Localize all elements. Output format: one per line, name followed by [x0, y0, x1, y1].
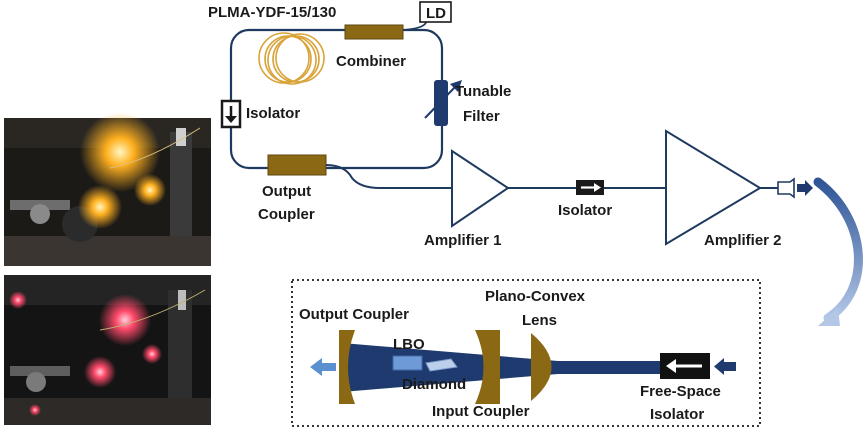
photo-red-emission: [4, 275, 211, 425]
shg-cavity-box: [291, 279, 761, 427]
mid-isolator-label: Isolator: [558, 202, 612, 219]
plano-convex-lens: [531, 333, 552, 401]
ring-isolator-label: Isolator: [246, 105, 300, 122]
output-fiber: [325, 164, 452, 189]
input-beam: [558, 361, 660, 374]
lens-label-2: Lens: [522, 312, 557, 329]
mid-isolator-icon: [576, 180, 604, 195]
fiber-label: PLMA-YDF-15/130: [208, 4, 336, 21]
input-coupler-label: Input Coupler: [432, 403, 530, 420]
tunable-filter-label-1: Tunable: [455, 83, 511, 100]
ring-isolator-icon: [220, 99, 242, 129]
fiber-ring-cavity: [229, 28, 444, 170]
amplifier-1-label: Amplifier 1: [424, 232, 502, 249]
fiber-collimator-icon: [777, 177, 795, 199]
free-space-isolator-icon: [660, 353, 710, 379]
shg-output-coupler-mirror: [339, 330, 355, 404]
output-coupler-label-2: Coupler: [258, 206, 315, 223]
tunable-filter-label-2: Filter: [463, 108, 500, 125]
amplifier-2-icon: [665, 129, 762, 246]
beam-transfer-arrowhead: [818, 308, 840, 326]
beam-transfer-arrow: [813, 177, 863, 323]
amplifier-2-label: Amplifier 2: [704, 232, 782, 249]
diamond-label: Diamond: [402, 376, 466, 393]
shg-output-coupler-label: Output Coupler: [299, 306, 409, 323]
output-arrow-icon: [797, 180, 813, 196]
amplifier-1-icon: [451, 149, 510, 228]
ld-label: LD: [426, 5, 446, 22]
laser-diode: [402, 1, 452, 31]
diamond-crystal: [425, 358, 458, 372]
shg-input-arrow-icon: [714, 358, 736, 375]
output-coupler-label-1: Output: [262, 183, 311, 200]
fs-isolator-label-1: Free-Space: [640, 383, 721, 400]
shg-output-arrow-icon: [310, 358, 336, 376]
lens-label-1: Plano-Convex: [485, 288, 586, 305]
combiner-icon: [344, 24, 404, 40]
combiner-label: Combiner: [336, 53, 406, 70]
input-coupler-mirror: [475, 330, 500, 404]
output-coupler-icon: [267, 154, 327, 176]
fiber-coil-icon: [258, 32, 325, 85]
fs-isolator-label-2: Isolator: [650, 406, 704, 423]
photo-yellow-emission: [4, 112, 211, 266]
lbo-crystal: [392, 355, 423, 371]
lbo-label: LBO: [393, 336, 425, 353]
tunable-filter-icon: [424, 80, 462, 126]
